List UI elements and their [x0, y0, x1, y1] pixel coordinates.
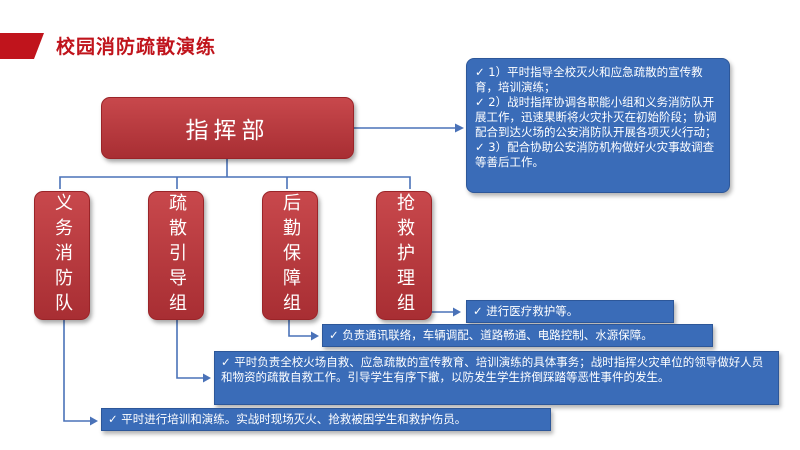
page-title: 校园消防疏散演练	[56, 36, 217, 58]
logistics-duty-text: ✓ 负责通讯联络，车辆调配、道路畅通、电路控制、水源保障。	[329, 328, 653, 342]
headquarters-box: 指挥部	[101, 97, 354, 159]
rescue-duty-box: ✓ 进行医疗救护等。	[466, 300, 674, 323]
hq-duties-box: ✓ 1）平时指导全校灭火和应急疏散的宣传教育，培训演练； ✓ 2）战时指挥协调各…	[466, 58, 730, 193]
hq-duty-item: ✓ 3）配合协助公安消防机构做好火灾事故调查等善后工作。	[475, 140, 715, 169]
rescue-duty-text: ✓ 进行医疗救护等。	[473, 304, 579, 318]
hq-duty-item: ✓ 2）战时指挥协调各职能小组和义务消防队开展工作，迅速果断将火灾扑灭在初始阶段…	[475, 95, 717, 139]
hq-duty-item: ✓ 1）平时指导全校灭火和应急疏散的宣传教育，培训演练；	[475, 65, 703, 94]
logistics-duty-box: ✓ 负责通讯联络，车辆调配、道路畅通、电路控制、水源保障。	[322, 324, 713, 347]
unit-evacuation-guidance: 疏散引导组	[148, 191, 204, 320]
evacuation-duty-text: ✓ 平时负责全校火场自救、应急疏散的宣传教育、培训演练的具体事务；战时指挥火灾单…	[221, 355, 764, 384]
unit-label: 义务消防队	[52, 193, 73, 318]
unit-label: 疏散引导组	[166, 193, 187, 318]
evacuation-duty-box: ✓ 平时负责全校火场自救、应急疏散的宣传教育、培训演练的具体事务；战时指挥火灾单…	[214, 351, 779, 405]
title-marker	[0, 33, 44, 59]
firefighting-duty-box: ✓ 平时进行培训和演练。实战时现场灭火、抢救被困学生和救护伤员。	[101, 408, 551, 431]
firefighting-duty-text: ✓ 平时进行培训和演练。实战时现场灭火、抢救被困学生和救护伤员。	[108, 412, 467, 426]
unit-rescue-care: 抢救护理组	[376, 191, 432, 320]
unit-volunteer-firefighting: 义务消防队	[34, 191, 90, 320]
unit-label: 后勤保障组	[280, 193, 301, 318]
unit-label: 抢救护理组	[394, 193, 415, 318]
headquarters-label: 指挥部	[185, 118, 270, 144]
unit-logistics-support: 后勤保障组	[262, 191, 318, 320]
